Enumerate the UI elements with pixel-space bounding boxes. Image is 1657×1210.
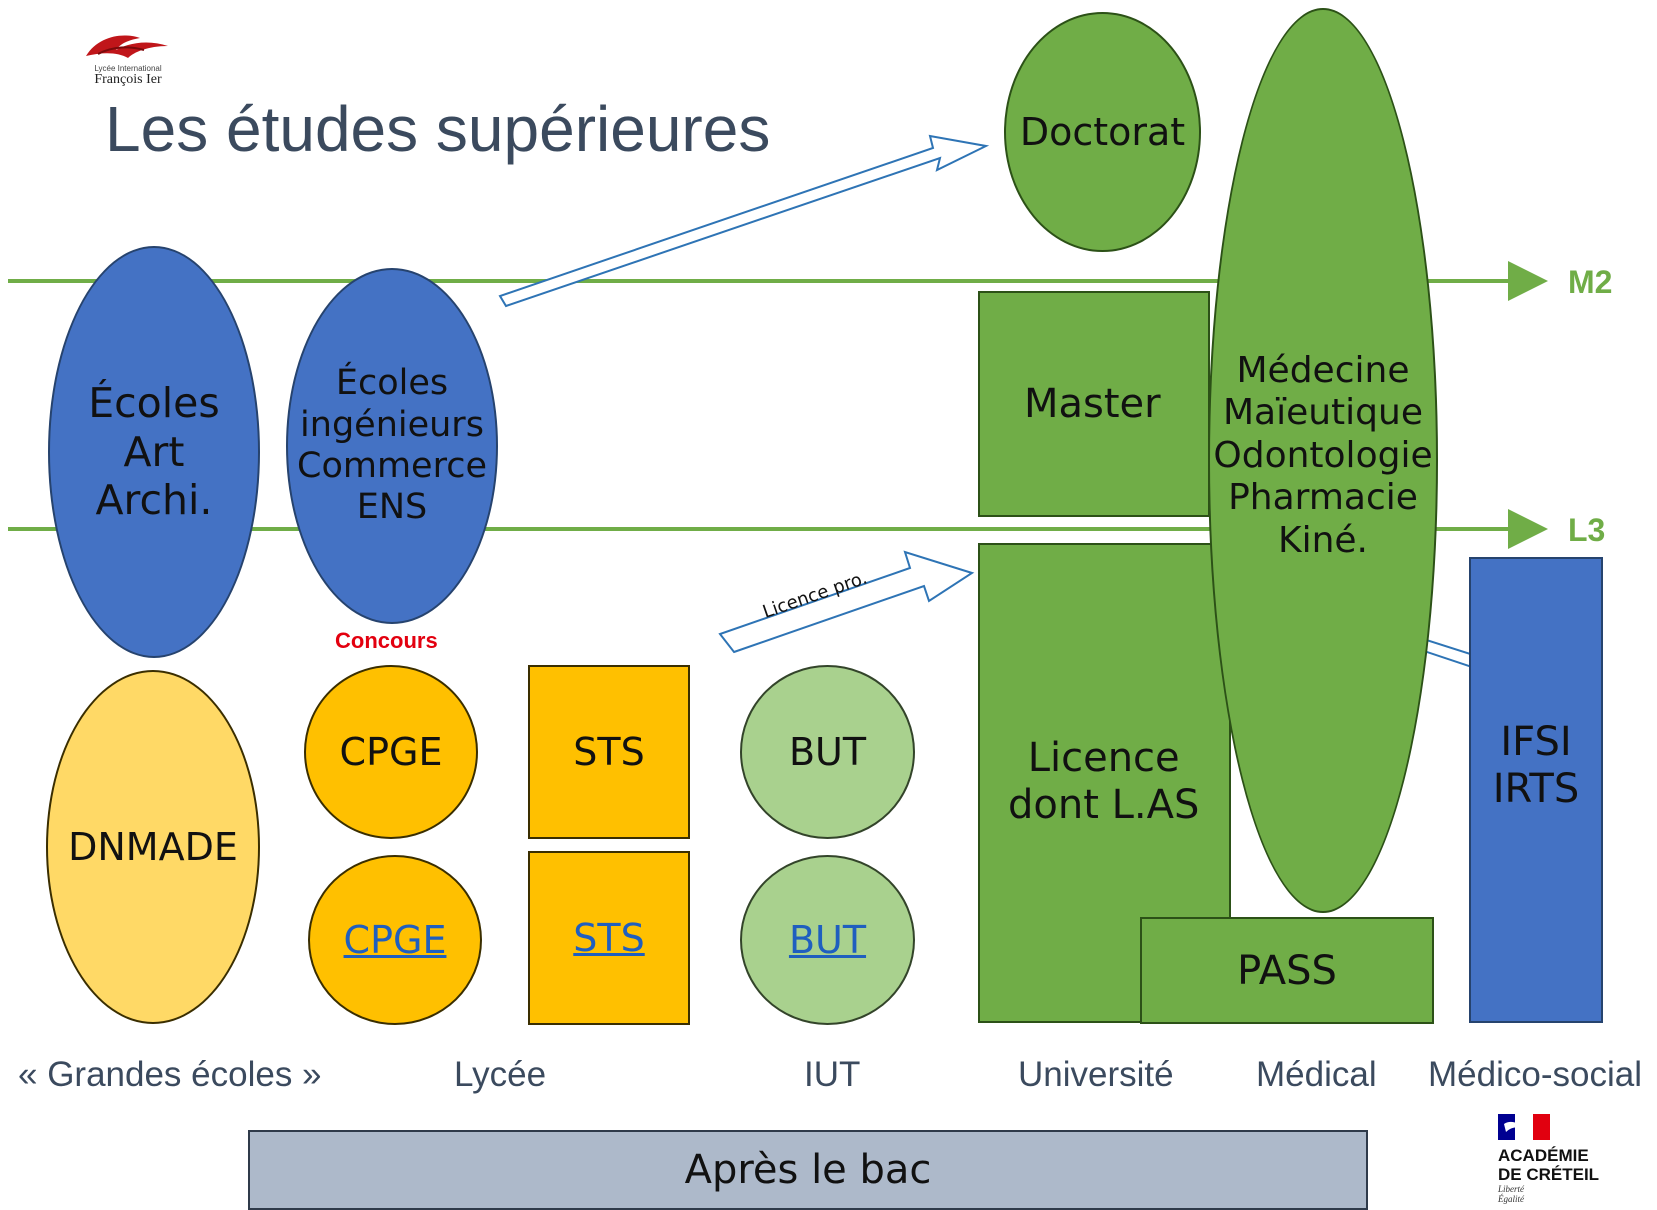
master-node[interactable]: Master [978, 291, 1210, 517]
page-title: Les études supérieures [105, 93, 771, 165]
sts-link[interactable]: STS [573, 916, 645, 960]
cpge-label: CPGE [339, 730, 443, 774]
but-link-node[interactable]: BUT [740, 855, 915, 1025]
logo-swirl-icon [86, 35, 168, 58]
category-iut: IUT [804, 1055, 861, 1094]
medecine-node[interactable]: Médecine Maïeutique Odontologie Pharmaci… [1208, 8, 1438, 913]
but-node[interactable]: BUT [740, 665, 915, 839]
licence-label: Licence dont L.AS [1008, 735, 1200, 829]
doctorat-arrow [498, 134, 990, 308]
pass-label: PASS [1237, 947, 1337, 994]
category-medico-social: Médico-social [1428, 1055, 1642, 1094]
category-lycee: Lycée [454, 1055, 547, 1094]
school-logo: Lycée International François Ier [78, 30, 178, 90]
category-medical: Médical [1256, 1055, 1377, 1094]
ifsi-irts-node[interactable]: IFSI IRTS [1469, 557, 1603, 1023]
category-grandes-ecoles: « Grandes écoles » [18, 1055, 322, 1094]
doctorat-node[interactable]: Doctorat [1004, 12, 1201, 252]
academie-line4: Égalité [1498, 1194, 1524, 1204]
dnmade-node[interactable]: DNMADE [46, 670, 260, 1024]
ecoles-ingenieurs-node[interactable]: Écoles ingénieurs Commerce ENS [286, 268, 498, 624]
pass-node[interactable]: PASS [1140, 917, 1434, 1024]
but-link[interactable]: BUT [788, 918, 867, 962]
dnmade-label: DNMADE [68, 825, 238, 869]
cpge-node[interactable]: CPGE [304, 665, 478, 839]
doctorat-label: Doctorat [1019, 110, 1186, 154]
sts-node[interactable]: STS [528, 665, 690, 839]
cpge-link[interactable]: CPGE [343, 918, 447, 962]
medecine-label: Médecine Maïeutique Odontologie Pharmaci… [1213, 350, 1433, 561]
concours-label: Concours [335, 628, 438, 653]
but-label: BUT [788, 730, 867, 774]
ifsi-irts-label: IFSI IRTS [1492, 719, 1580, 813]
marianne-flag-icon [1498, 1114, 1550, 1140]
academie-logo: ACADÉMIE DE CRÉTEIL Liberté Égalité [1498, 1114, 1648, 1206]
sts-label: STS [573, 730, 645, 774]
academie-line3: Liberté [1498, 1184, 1524, 1194]
sts-link-node[interactable]: STS [528, 851, 690, 1025]
ecoles-ingenieurs-label: Écoles ingénieurs Commerce ENS [297, 363, 487, 528]
academie-line2: DE CRÉTEIL [1498, 1165, 1600, 1184]
academie-line1: ACADÉMIE [1498, 1146, 1589, 1165]
master-label: Master [1024, 381, 1161, 427]
category-universite: Université [1018, 1055, 1174, 1094]
ecoles-art-label: Écoles Art Archi. [88, 379, 220, 525]
l3-level-label: L3 [1568, 512, 1606, 548]
cpge-link-node[interactable]: CPGE [308, 855, 482, 1025]
apres-le-bac-label: Après le bac [684, 1147, 932, 1193]
logo-line1: Lycée International [94, 64, 162, 73]
m2-level-label: M2 [1568, 264, 1613, 300]
apres-le-bac-bar: Après le bac [248, 1130, 1368, 1210]
licence-pro-arrow [718, 550, 975, 654]
logo-line2: François Ier [94, 72, 162, 87]
ecoles-art-node[interactable]: Écoles Art Archi. [48, 246, 260, 658]
